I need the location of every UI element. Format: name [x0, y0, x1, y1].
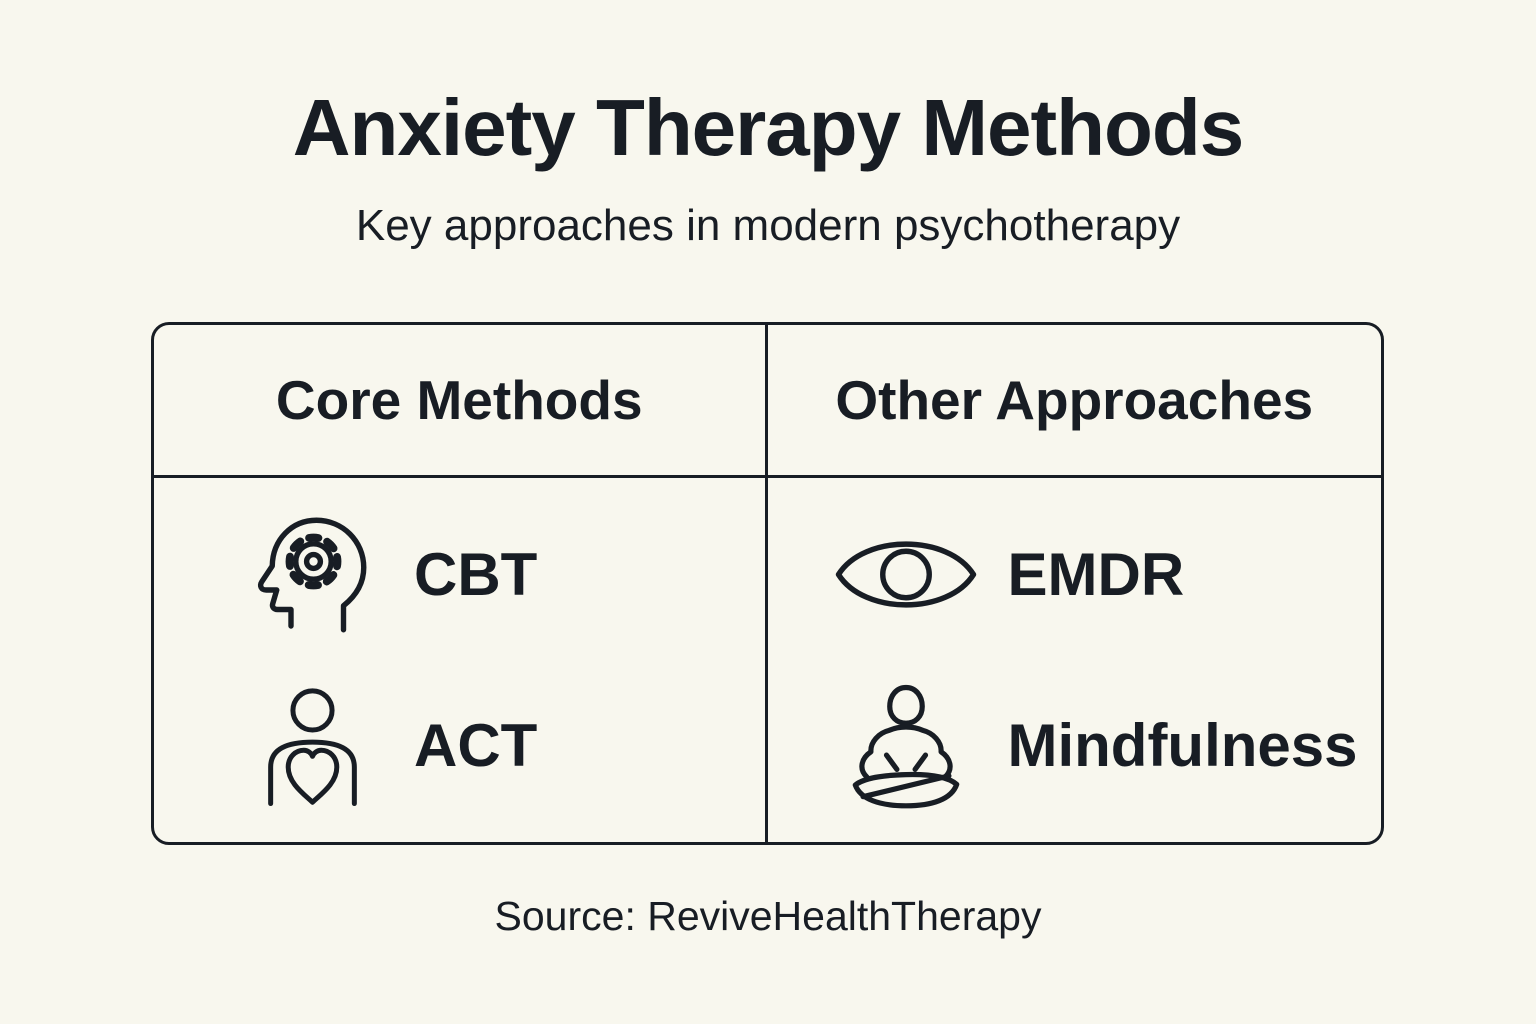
page-subtitle: Key approaches in modern psychotherapy	[355, 201, 1181, 250]
source-credit: Source: ReviveHealthTherapy	[494, 893, 1042, 939]
entry-label-cbt: CBT	[414, 541, 538, 608]
eye-icon	[830, 502, 982, 647]
head-gear-icon	[236, 502, 388, 647]
entry-emdr: EMDR	[830, 502, 1382, 647]
entry-cbt: CBT	[236, 502, 765, 647]
column-header-other-approaches: Other Approaches	[767, 325, 1381, 478]
entry-label-act: ACT	[414, 712, 538, 779]
column-header-core-methods: Core Methods	[154, 325, 768, 478]
other-approaches-cell: EMDR Mindfulness	[768, 478, 1382, 842]
meditation-icon	[830, 673, 982, 818]
person-heart-icon	[236, 673, 388, 818]
core-methods-cell: CBT ACT	[154, 478, 768, 842]
page-title: Anxiety Therapy Methods	[292, 83, 1245, 172]
methods-table: Core Methods Other Approaches CBT	[151, 322, 1384, 845]
entry-mindfulness: Mindfulness	[830, 673, 1382, 818]
entry-label-emdr: EMDR	[1007, 541, 1185, 608]
entry-label-mindfulness: Mindfulness	[1007, 712, 1358, 779]
entry-act: ACT	[236, 673, 765, 818]
